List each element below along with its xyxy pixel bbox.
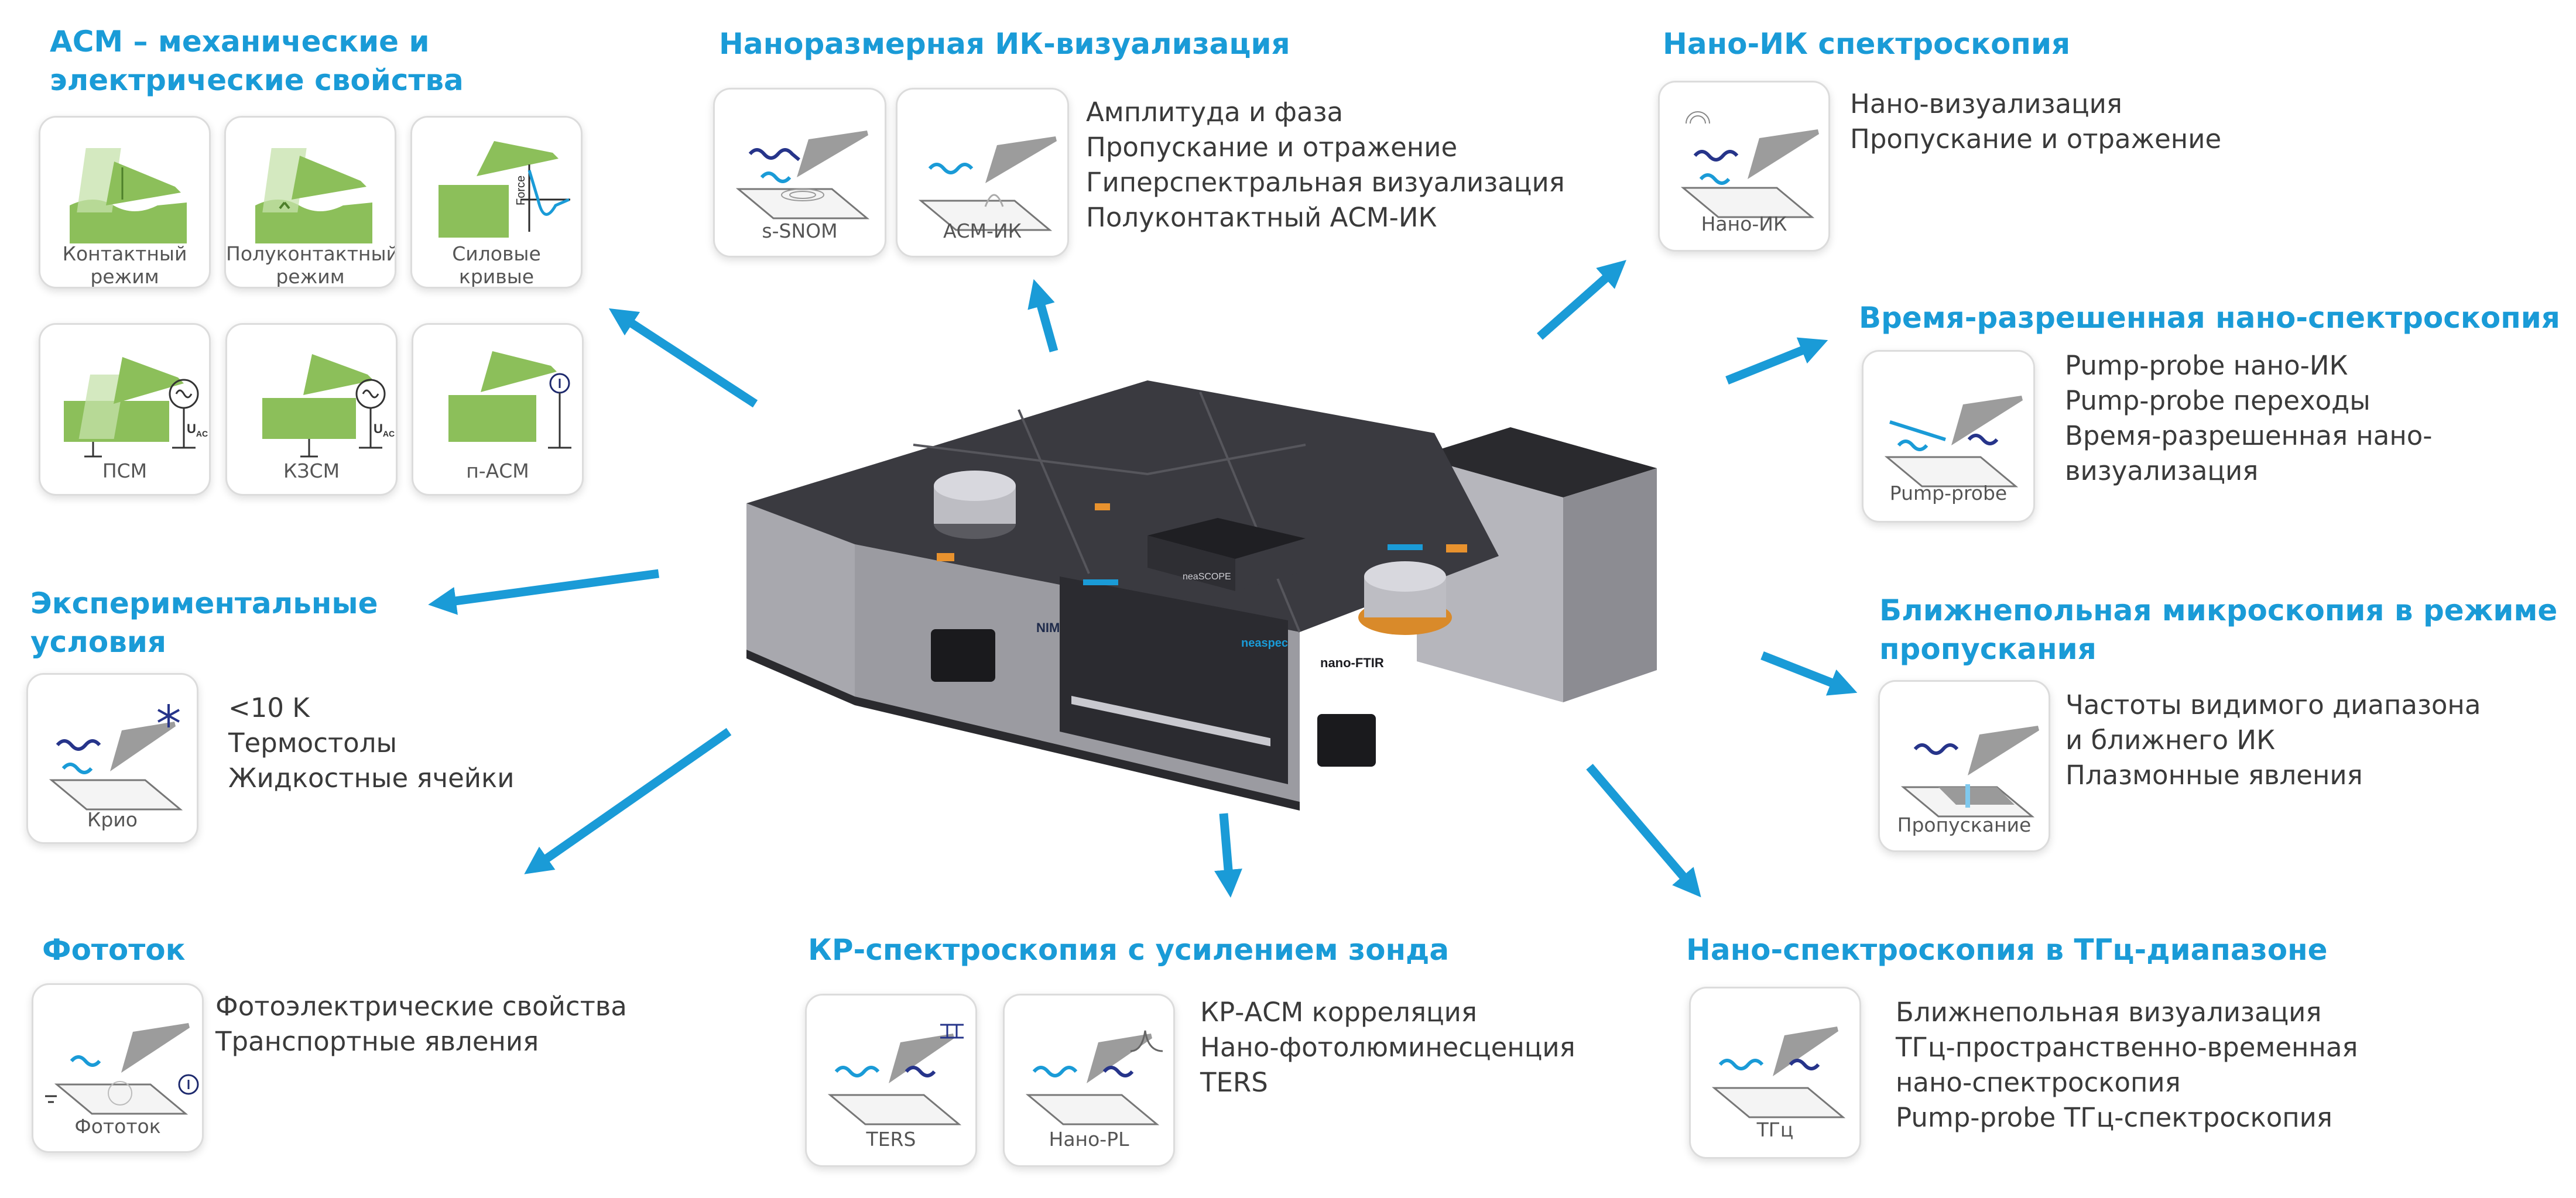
arrow-to-nano-ir-imaging	[1027, 279, 1059, 353]
afm-title: АСМ – механические и электрические свойс…	[50, 25, 464, 97]
arrow-to-nano-ir-spectroscopy	[1537, 260, 1626, 340]
afm-ir-icon	[918, 136, 1057, 231]
card-cryo: Крио	[26, 673, 198, 844]
card-nano-ir: Нано-ИК	[1658, 81, 1830, 252]
transmission-title: Ближнепольная микроскопия в режиме пропу…	[1879, 593, 2558, 666]
card-s-snom: s-SNOM	[713, 88, 886, 258]
device-top-face	[746, 380, 1499, 632]
arrow-to-transmission	[1760, 651, 1858, 696]
card-contact-mode: Контактный режим	[39, 116, 211, 289]
card-photocurrent: Фототок	[32, 983, 204, 1153]
card-nano-pl: Нано-PL	[1003, 994, 1175, 1167]
nano-pl-icon	[1025, 1030, 1163, 1125]
card-psm: UAC ПСМ	[39, 323, 211, 496]
card-kzsm: UAC КЗСМ	[225, 323, 398, 496]
device-model-label: nano-FTIR	[1320, 655, 1384, 670]
transmission-list: Частоты видимого диапазона и ближнего ИК…	[2065, 689, 2481, 791]
arrow-to-photocurrent	[524, 727, 732, 874]
device-badge-nim: NIM	[1036, 620, 1060, 635]
experimental-list: <10 K Термостолы Жидкостные ячейки	[228, 692, 515, 794]
nano-ftir-device-illustration: NIM neaspec neaSCOPE nano-FTIR	[746, 380, 1657, 811]
ters-list: КР-АСМ корреляция Нано-фотолюминесценция…	[1200, 997, 1575, 1098]
time-resolved-title: Время-разрешенная нано-спектроскопия	[1859, 301, 2560, 335]
ters-title: КР-спектроскопия с усилением зонда	[808, 933, 1450, 967]
device-side-module-top	[1417, 427, 1657, 497]
card-afm-ir: АСМ-ИК	[896, 88, 1069, 258]
photocurrent-icon	[45, 1023, 199, 1115]
s-snom-icon	[735, 131, 870, 219]
card-transmission: Пропускание	[1878, 680, 2050, 852]
arrow-to-time-resolved	[1725, 337, 1828, 385]
p-acm-icon	[448, 351, 571, 449]
nano-ir-icon	[1680, 111, 1819, 218]
svg-text:UAC: UAC	[374, 421, 395, 438]
card-semicontact-mode: Полуконтактный режим	[224, 116, 396, 289]
thz-icon	[1711, 1027, 1846, 1118]
arrow-to-experimental	[428, 569, 660, 615]
thz-title: Нано-спектроскопия в ТГц-диапазоне	[1686, 933, 2328, 967]
card-p-acm: п-АСМ	[412, 323, 584, 496]
nano-ir-imaging-title: Наноразмерная ИК-визуализация	[719, 27, 1290, 61]
device-left-face	[746, 503, 855, 696]
force-curves-icon: Force	[439, 141, 570, 238]
nano-ir-spectroscopy-title: Нано-ИК спектроскопия	[1663, 27, 2071, 61]
nano-ir-imaging-list: Амплитуда и фаза Пропускание и отражение…	[1086, 97, 1565, 233]
photocurrent-title: Фототок	[42, 933, 186, 967]
contact-mode-icon	[70, 148, 187, 243]
pump-probe-icon	[1884, 396, 2023, 488]
cryo-icon	[49, 704, 183, 811]
force-axis-label: Force	[515, 176, 527, 205]
card-force-curves: Force Силовые кривые	[410, 116, 583, 289]
kzsm-icon: UAC	[262, 354, 395, 458]
device-brand-label: neaspec	[1241, 637, 1288, 650]
svg-text:UAC: UAC	[187, 421, 208, 438]
device-module-label: neaSCOPE	[1183, 572, 1231, 582]
photocurrent-list: Фотоэлектрические свойства Транспортные …	[215, 991, 627, 1057]
nano-ir-spectroscopy-list: Нано-визуализация Пропускание и отражени…	[1850, 88, 2222, 155]
snowflake-icon	[157, 704, 180, 727]
transmission-icon	[1900, 726, 2039, 818]
psm-icon: UAC	[64, 357, 208, 458]
ters-icon	[827, 1024, 964, 1125]
time-resolved-list: Pump-probe нано-ИК Pump-probe переходы В…	[2065, 350, 2433, 486]
card-thz: ТГц	[1689, 987, 1861, 1159]
card-pump-probe: Pump-probe	[1862, 350, 2035, 523]
semicontact-mode-icon	[255, 148, 372, 243]
experimental-title: Экспериментальные условия	[30, 586, 378, 659]
device-side-module-front	[1563, 468, 1657, 702]
thz-list: Ближнепольная визуализация ТГц-пространс…	[1896, 997, 2358, 1133]
card-ters: TERS	[805, 994, 977, 1167]
